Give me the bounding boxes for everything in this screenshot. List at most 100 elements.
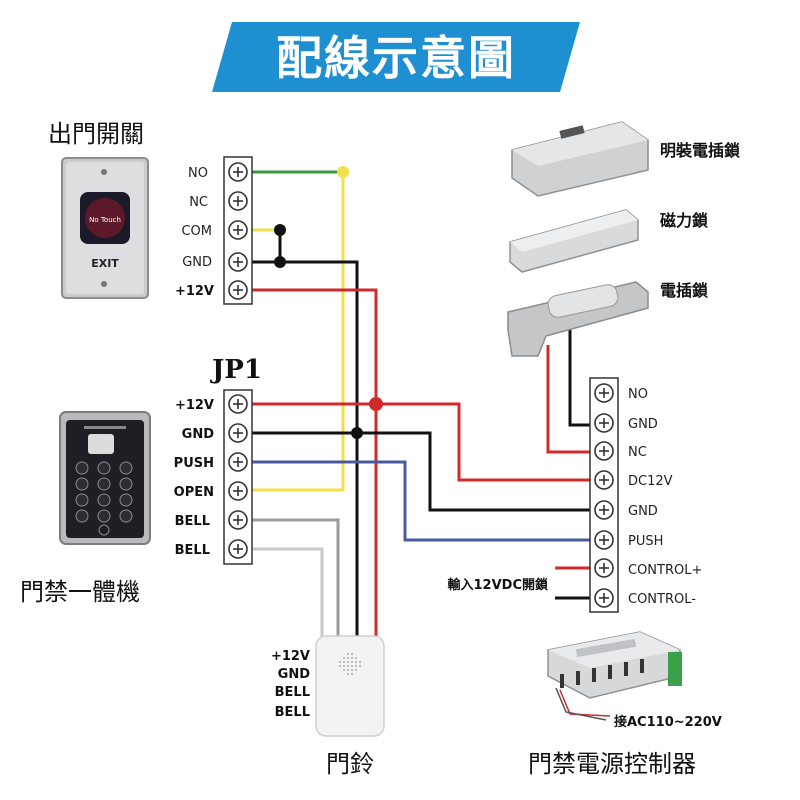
surface-lock-label-icon <box>559 125 585 139</box>
magnetic-lock-top <box>510 210 638 252</box>
terminal-screw-icon <box>228 220 248 240</box>
key-icon <box>75 477 89 491</box>
ac-wire-red <box>559 689 611 717</box>
wire-gray-bell2 <box>252 547 324 640</box>
terminal-screw-icon <box>594 530 614 550</box>
magnetic-lock-label: 磁力鎖 <box>660 211 709 230</box>
page-title: 配線示意圖 <box>276 31 516 85</box>
doorbell-label: 門鈴 <box>326 750 374 778</box>
electric-bolt-cylinder <box>547 284 619 318</box>
psu-term-label: NO <box>628 387 648 402</box>
terminal-screw-icon <box>228 423 248 443</box>
doorbell: +12V GND BELL BELL 門鈴 <box>271 635 385 778</box>
wire-red-exit-12v <box>252 288 378 404</box>
electric-bolt: 電插鎖 <box>507 281 709 357</box>
sensor-glow-icon <box>85 198 125 238</box>
card-reader-icon <box>88 434 114 454</box>
key-icon <box>75 493 89 507</box>
terminal-screw-icon <box>228 162 248 182</box>
wire-red-dc12v <box>252 402 590 482</box>
psu-term-label: CONTROL+ <box>628 563 702 578</box>
terminal-screw-icon <box>228 280 248 300</box>
key-icon <box>75 461 89 475</box>
terminal-screw-icon <box>594 441 614 461</box>
junction-yellow <box>337 166 349 178</box>
psu-terminal-icon <box>668 652 682 686</box>
psu-terminal-block: NO GND NC DC12V GND PUSH CONTROL+ CONTRO… <box>448 377 702 613</box>
junction-red <box>369 397 383 411</box>
wire-black-exit-gnd <box>252 260 359 433</box>
screw-icon <box>101 281 107 287</box>
key-icon <box>97 461 111 475</box>
ac-wire-black <box>555 687 607 721</box>
screw-icon <box>101 169 107 175</box>
key-icon <box>119 509 133 523</box>
psu-term-label: CONTROL- <box>628 592 696 607</box>
doorbell-body <box>315 635 385 737</box>
terminal-screw-icon <box>594 383 614 403</box>
title-background <box>212 22 580 92</box>
wire-black-psu-gnd <box>252 431 590 512</box>
doorbell-term-label: BELL <box>275 705 310 720</box>
jp1-terminal-block: +12V GND PUSH OPEN BELL BELL <box>174 389 253 565</box>
exit-term-label: NO <box>188 166 208 181</box>
keypad-unit-label: 門禁一體機 <box>20 578 140 606</box>
psu-ac-note: 接AC110~220V <box>614 714 722 730</box>
key-icon <box>75 509 89 523</box>
exit-switch: 出門開關 No Touch EXIT <box>48 120 149 299</box>
surface-lock: 明裝電插鎖 <box>511 121 741 197</box>
junction-gnd <box>274 256 286 268</box>
wire-lock-red <box>546 345 590 454</box>
psu-term-label: GND <box>628 417 658 432</box>
key-icon <box>97 509 111 523</box>
wire-yellow-open <box>252 172 345 492</box>
doorbell-term-label: GND <box>278 667 311 682</box>
jp1-term-label: PUSH <box>174 456 214 471</box>
keypad-unit: 門禁一體機 <box>20 411 151 606</box>
jp1-term-label: +12V <box>175 398 214 413</box>
electric-bolt-label: 電插鎖 <box>660 281 709 300</box>
wire-gray-bell1 <box>252 518 340 640</box>
psu-term-label: DC12V <box>628 474 673 489</box>
exit-switch-button-text: No Touch <box>89 216 121 224</box>
key-icon <box>97 477 111 491</box>
power-supply-box: 接AC110~220V 門禁電源控制器 <box>528 631 722 778</box>
exit-term-label: +12V <box>175 284 214 299</box>
exit-term-label: NC <box>189 195 208 210</box>
jp1-term-label: GND <box>182 427 215 442</box>
psu-label: 門禁電源控制器 <box>528 750 696 778</box>
jp1-term-label: BELL <box>175 543 210 558</box>
psu-term-label: PUSH <box>628 534 663 549</box>
exit-switch-label: 出門開關 <box>48 120 144 148</box>
terminal-screw-icon <box>594 588 614 608</box>
terminal-screw-icon <box>228 539 248 559</box>
wires <box>252 170 590 640</box>
key-icon <box>119 461 133 475</box>
terminal-screw-icon <box>228 452 248 472</box>
terminal-screw-icon <box>228 481 248 501</box>
wire-blue-push <box>252 460 590 542</box>
surface-lock-top <box>512 122 648 166</box>
psu-term-label: NC <box>628 445 647 460</box>
wire-lock-black <box>568 330 590 427</box>
bell-key-icon <box>98 524 110 536</box>
keypad-brand-strip <box>84 426 126 429</box>
title-banner: 配線示意圖 <box>212 22 580 92</box>
exit-switch-exit-text: EXIT <box>91 257 119 270</box>
psu-label-plate <box>575 638 637 658</box>
exit-term-label: GND <box>182 255 212 270</box>
doorbell-term-label: BELL <box>275 685 310 700</box>
jp1-label: JP1 <box>210 355 262 385</box>
keypad-keys <box>75 461 133 536</box>
exit-term-label: COM <box>181 224 212 239</box>
terminal-screw-icon <box>594 470 614 490</box>
terminal-strip <box>223 389 253 565</box>
junctions <box>274 166 383 439</box>
terminal-screw-icon <box>228 510 248 530</box>
terminal-screw-icon <box>594 500 614 520</box>
speaker-grille-icon <box>339 653 361 675</box>
jp1-term-label: BELL <box>175 514 210 529</box>
junction-com <box>274 224 286 236</box>
terminal-screw-icon <box>228 252 248 272</box>
